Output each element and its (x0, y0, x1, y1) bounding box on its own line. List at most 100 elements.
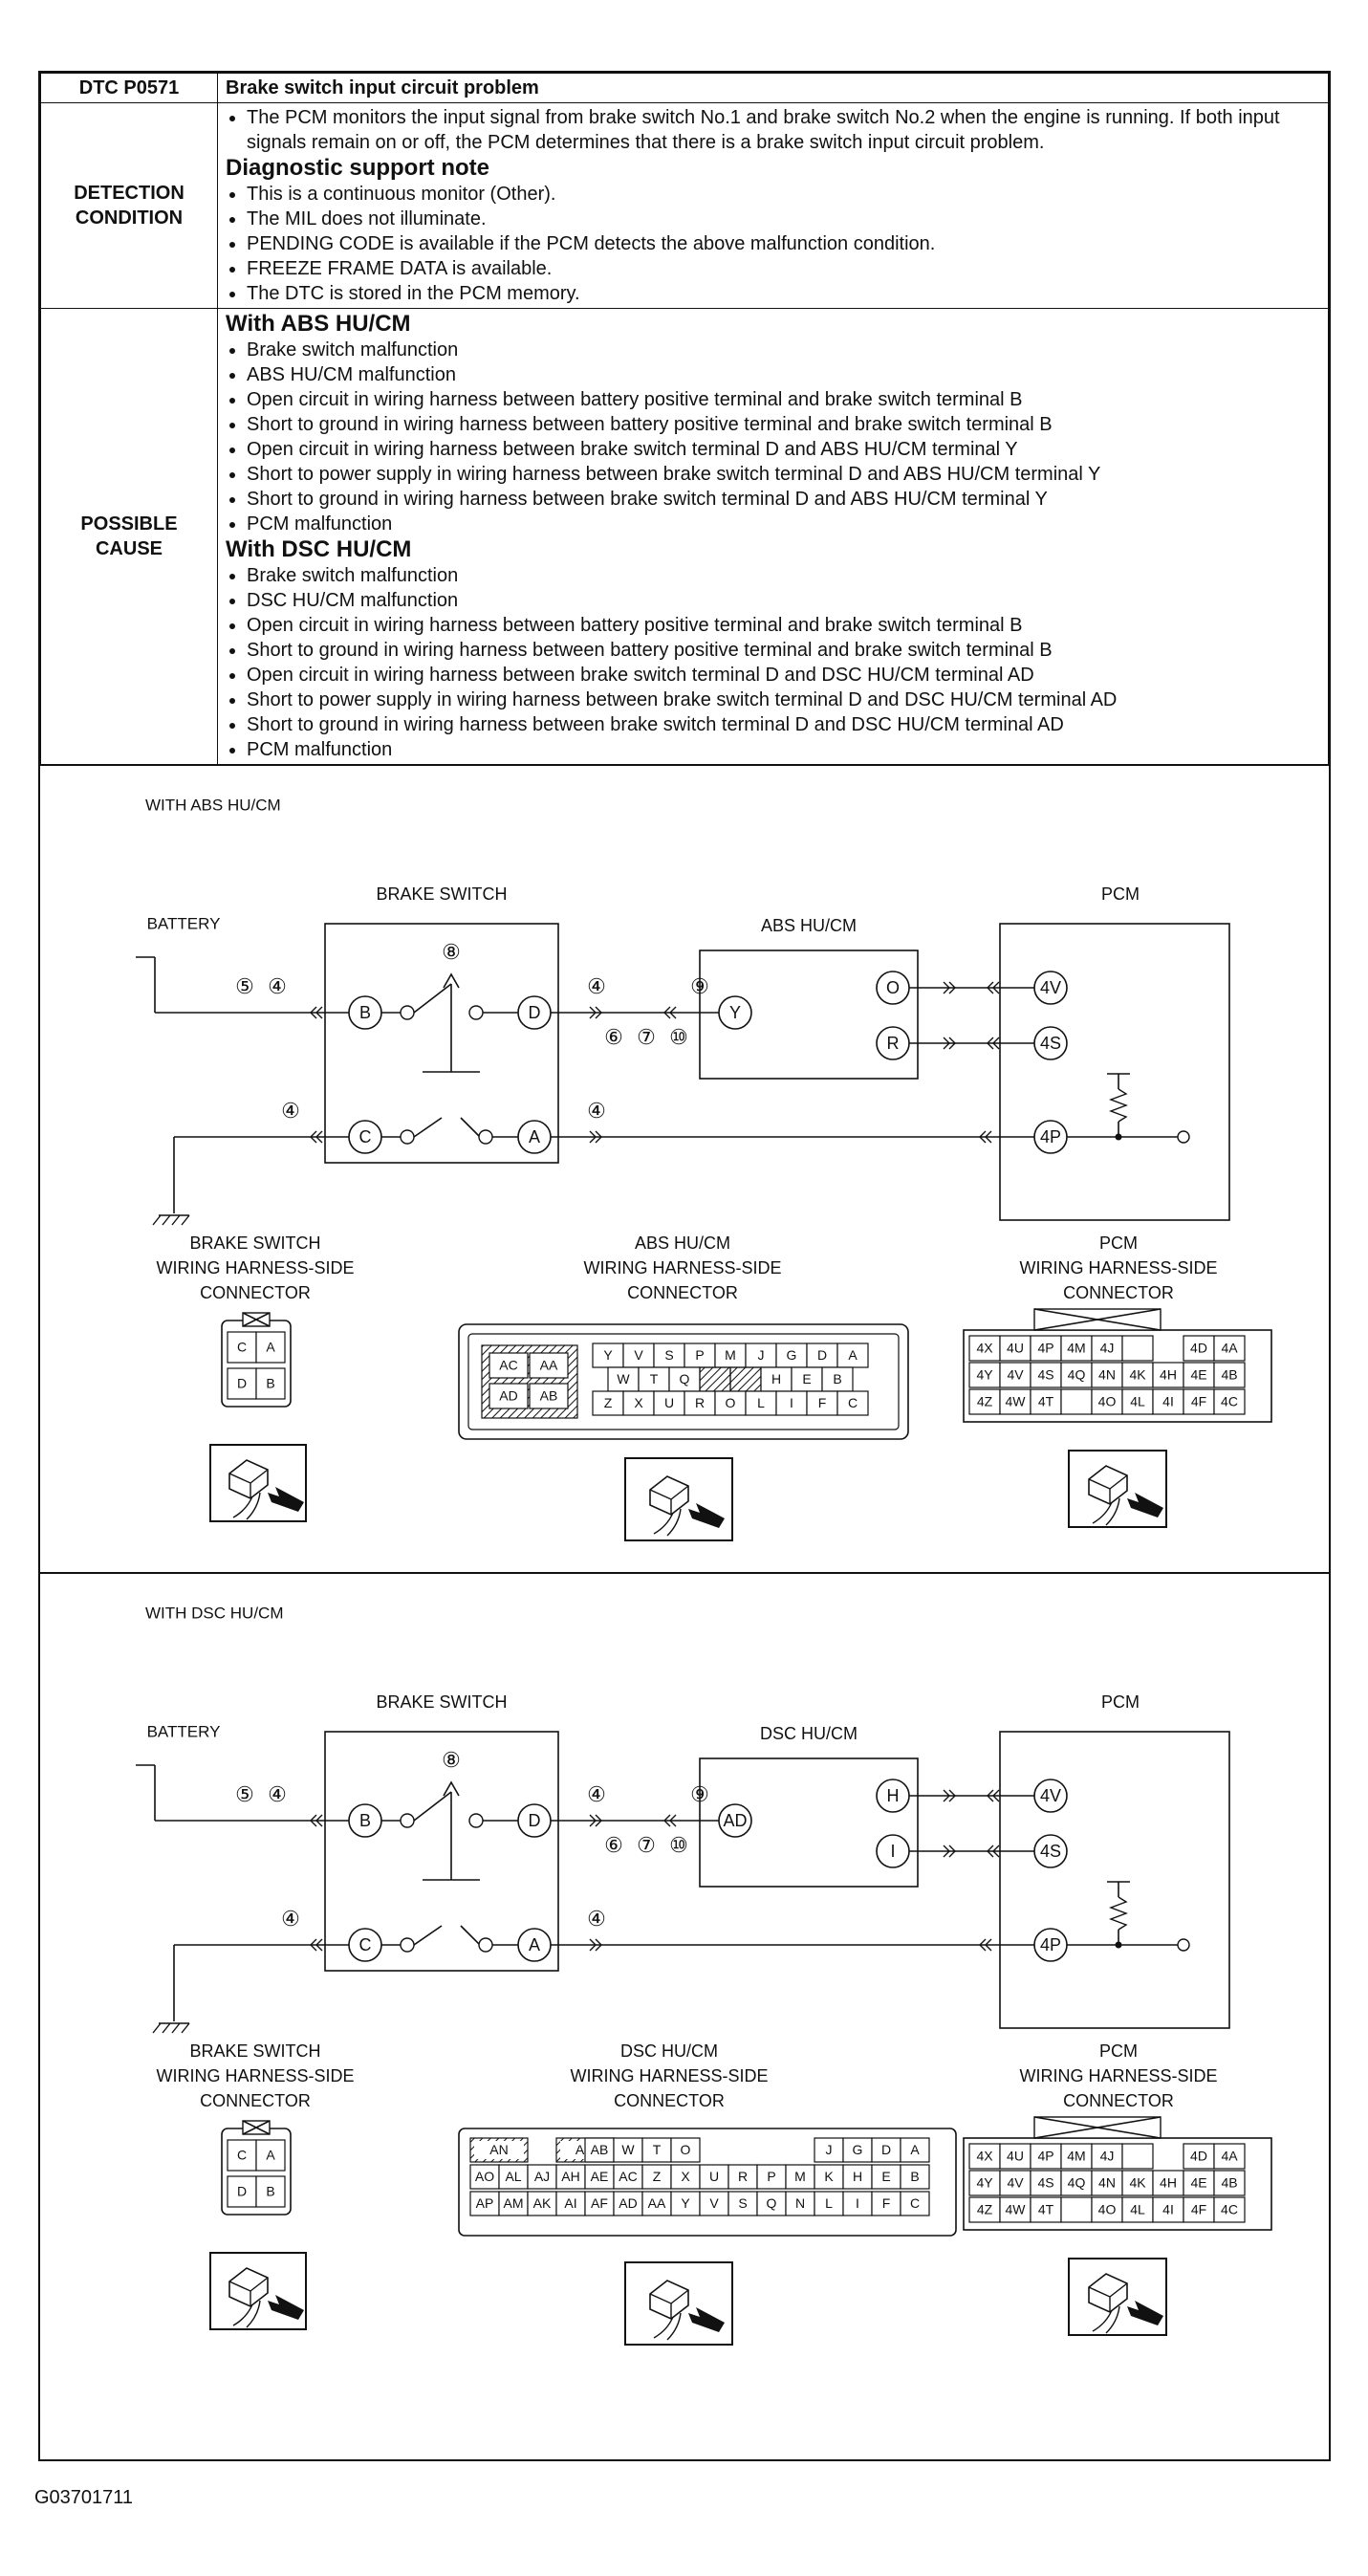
pcm-conn-pin: 4Z (977, 1394, 993, 1409)
abs-conn-pin: I (790, 1395, 793, 1410)
pcm-conn-pin-cell (1091, 2170, 1123, 2196)
wire-lead-icon (232, 1492, 261, 1520)
callout-4: ④ (268, 1782, 287, 1806)
abs-conn-pin: A (848, 1347, 858, 1363)
dsc-cause-item: PCM malfunction (247, 737, 1320, 762)
dsc-conn-pin-cell (727, 2164, 758, 2190)
bs-conn-pin-cell (255, 1331, 286, 1364)
dsc-conn-pin-cell (871, 2164, 901, 2190)
abs-conn-pin-cell (653, 1343, 685, 1368)
abs-conn-pin: R (695, 1395, 705, 1410)
bs-conn-pin-cell (227, 2139, 257, 2172)
connector-chevron (979, 1938, 992, 1952)
diagnostic-note-item: This is a continuous monitor (Other). (247, 182, 1320, 207)
callout-8: ⑧ (442, 1748, 461, 1772)
pcm-conn-pin: 4Y (976, 1367, 993, 1383)
ground-icon (152, 1214, 190, 1226)
dsc-conn-pin-cell (498, 2191, 529, 2216)
pcm-conn-pin: 4M (1067, 1341, 1085, 1356)
abs-conn-pin-cell (714, 1343, 747, 1368)
cause-row: POSSIBLE CAUSE With ABS HU/CM Brake swit… (40, 308, 1329, 765)
pcm-conn-pin-cell (968, 1388, 1001, 1415)
dsc-conn-pin-cell (527, 2164, 557, 2190)
dsc-connector-view-icon (624, 2261, 733, 2346)
brake-switch-label: BRAKE SWITCH (376, 884, 507, 904)
pcm-conn-pin-cell (1091, 1335, 1123, 1362)
pcm-conn-pin: 4S (1037, 2175, 1053, 2191)
view-arrow-icon (688, 1503, 725, 1528)
contact (468, 1005, 484, 1020)
pcm-connector-caption: CONNECTOR (1063, 2091, 1174, 2110)
dsc-conn-pin: Y (681, 2195, 690, 2211)
abs-cause-list: Brake switch malfunctionABS HU/CM malfun… (226, 338, 1320, 536)
figure-code: G03701711 (34, 2487, 134, 2508)
contact (478, 1937, 493, 1953)
connector-chevron (589, 1006, 602, 1019)
pcm-box (999, 923, 1230, 1221)
pcm-conn-pin: 4X (976, 1341, 993, 1356)
pcm-conn-pin: 4C (1221, 2202, 1238, 2217)
abs-conn-pin-cell (622, 1390, 655, 1416)
bs-conn-pin: D (237, 1376, 247, 1391)
callout-5: ⑤ (235, 974, 254, 998)
dsc-conn-pin-cell (900, 2191, 930, 2216)
abs-conn-pin: Y (603, 1347, 613, 1363)
pcm-conn-pin: 4U (1007, 2149, 1024, 2164)
connector-chevron (943, 1845, 956, 1858)
connector-chevron (987, 1037, 1000, 1050)
pin-c: C (359, 1935, 372, 1954)
callout-4: ④ (281, 1907, 300, 1931)
pcm-pin-4s: 4S (1040, 1034, 1061, 1053)
dsc-conn-pin: U (709, 2169, 719, 2184)
dsc-conn-pin-cell (699, 2191, 729, 2216)
abs-conn-pin: P (695, 1347, 704, 1363)
pin-c: C (359, 1127, 372, 1146)
abs-conn-pin-cell (836, 1390, 869, 1416)
abs-conn-pin-cell (529, 1383, 569, 1409)
dsc-conn-pin: R (738, 2169, 748, 2184)
dsc-conn-pin: D (881, 2142, 891, 2157)
pcm-connector-caption: WIRING HARNESS-SIDE (1019, 2066, 1217, 2085)
abs-conn-pin-cell (821, 1366, 854, 1392)
module-label: ABS HU/CM (761, 916, 857, 935)
brake-switch-connector-caption: BRAKE SWITCH (189, 1233, 320, 1253)
dsc-conn-pin: O (681, 2142, 691, 2157)
abs-conn-pin: M (725, 1347, 736, 1363)
dsc-cause-item: DSC HU/CM malfunction (247, 588, 1320, 613)
pcm-conn-pin: 4M (1067, 2149, 1085, 2164)
module-input-pin: Y (729, 1003, 741, 1022)
connector-chevron (589, 1938, 602, 1952)
pcm-conn-pin: 4Q (1068, 1367, 1086, 1383)
pcm-internal-node (1177, 1130, 1190, 1144)
dsc-conn-pin-cell (584, 2191, 615, 2216)
dsc-conn-pin: AF (591, 2195, 608, 2211)
dsc-conn-pin: AD (619, 2195, 637, 2211)
pcm-label: PCM (1101, 884, 1140, 904)
abs-cause-item: Short to ground in wiring harness betwee… (247, 487, 1320, 512)
plug-edge-icon (1088, 2282, 1128, 2312)
actuator-arrow-icon (443, 1780, 460, 1797)
bs-conn-pin: A (266, 1340, 275, 1355)
brake-switch-connector-caption: WIRING HARNESS-SIDE (156, 2066, 354, 2085)
detection-content: The PCM monitors the input signal from b… (217, 102, 1329, 309)
module-input-pin-circle (718, 995, 752, 1030)
dsc-conn-pin-cell (555, 2164, 586, 2190)
pcm-box (999, 1731, 1230, 2029)
abs-cause-heading: With ABS HU/CM (226, 311, 411, 337)
wire-lead-icon (232, 2300, 261, 2328)
pcm-conn-pin-cell (1152, 1362, 1184, 1388)
pin-d: D (529, 1003, 541, 1022)
pcm-pin-4v: 4V (1040, 1786, 1061, 1805)
connector-chevron (310, 1130, 323, 1144)
plug-icon (228, 1459, 269, 1499)
dsc-conn-pin: AO (475, 2169, 494, 2184)
abs-cause-item: PCM malfunction (247, 512, 1320, 536)
pcm-conn-pin-cell (1152, 2170, 1184, 2196)
pcm-conn-pin: 4B (1221, 1367, 1237, 1383)
dsc-conn-pin-cell (584, 2164, 615, 2190)
callout-7: ⑦ (637, 1025, 656, 1049)
dsc-conn-pin-cell (469, 2164, 500, 2190)
abs-cause-item: ABS HU/CM malfunction (247, 362, 1320, 387)
abs-conn-pin: G (787, 1347, 797, 1363)
